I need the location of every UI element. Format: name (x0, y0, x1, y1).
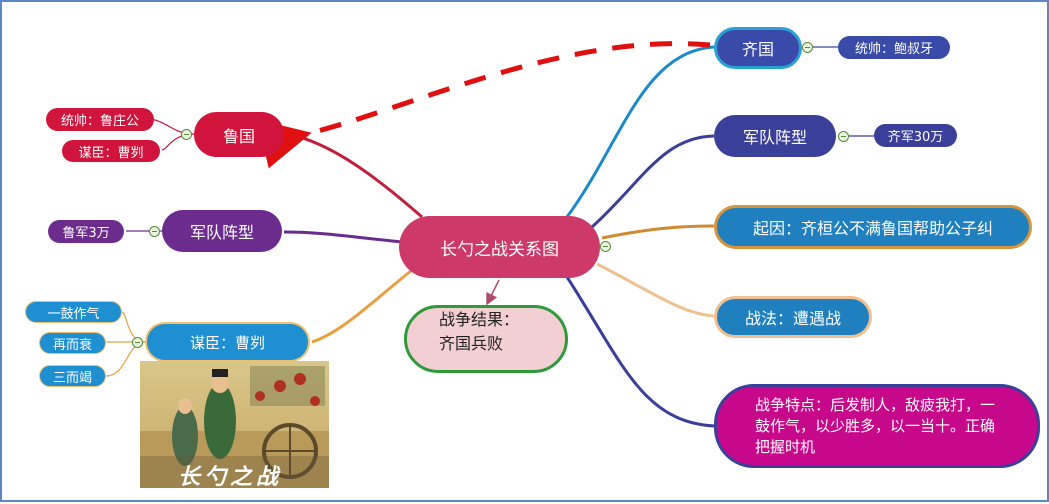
qi-node[interactable]: 齐国 (714, 27, 802, 69)
right-army-tag[interactable]: 齐军30万 (874, 124, 957, 147)
outcome-line-1: 战争结果： (439, 310, 520, 329)
right-army-node[interactable]: 军队阵型 (714, 115, 836, 157)
lu-label: 鲁国 (222, 126, 255, 146)
lu-node[interactable]: 鲁国 (194, 112, 284, 157)
advisor-quote-1[interactable]: 一鼓作气 (25, 301, 122, 323)
collapse-toggle-advisor[interactable] (132, 337, 143, 348)
collapse-toggle-qi[interactable] (802, 42, 813, 53)
link-center-tactic (596, 262, 715, 318)
link-center-left-army (283, 230, 403, 244)
link-center-features (565, 276, 715, 428)
left-army-node[interactable]: 军队阵型 (162, 210, 282, 252)
collapse-toggle-right-army[interactable] (838, 131, 849, 142)
battle-painting-image: 长勺之战 (140, 361, 329, 488)
left-army-tag[interactable]: 鲁军3万 (48, 220, 124, 243)
link-center-outcome (486, 279, 500, 306)
painting-caption: 长勺之战 (178, 464, 283, 488)
qi-commander-tag[interactable]: 统帅：鲍叔牙 (838, 36, 950, 59)
advisor-quote-2[interactable]: 再而衰 (39, 332, 106, 354)
collapse-toggle-center[interactable] (600, 241, 611, 252)
outcome-node[interactable]: 战争结果： 齐国兵败 (404, 305, 568, 373)
advisor-quote-3[interactable]: 三而竭 (39, 365, 106, 387)
center-topic-label: 长勺之战关系图 (440, 239, 559, 260)
link-center-qi (565, 45, 715, 218)
attack-arrow (257, 41, 711, 169)
features-node[interactable]: 战争特点：后发制人，敌疲我打，一鼓作气，以少胜多，以一当十。正确把握时机 (714, 384, 1040, 468)
link-center-advisor (311, 268, 413, 344)
link-center-right-army (590, 134, 715, 229)
advisor-node[interactable]: 谋臣：曹刿 (145, 322, 310, 362)
cause-node[interactable]: 起因：齐桓公不满鲁国帮助公子纠 (714, 205, 1032, 249)
link-center-cause (601, 224, 715, 240)
lu-advisor-tag[interactable]: 谋臣：曹刿 (62, 140, 160, 162)
link-center-lu (286, 132, 423, 219)
tactic-node[interactable]: 战法：遭遇战 (714, 296, 872, 338)
outcome-line-2: 齐国兵败 (439, 334, 504, 353)
collapse-toggle-lu[interactable] (181, 129, 192, 140)
center-topic[interactable]: 长勺之战关系图 (399, 216, 600, 278)
collapse-toggle-left-army[interactable] (149, 226, 160, 237)
lu-commander-tag[interactable]: 统帅：鲁庄公 (46, 108, 154, 131)
